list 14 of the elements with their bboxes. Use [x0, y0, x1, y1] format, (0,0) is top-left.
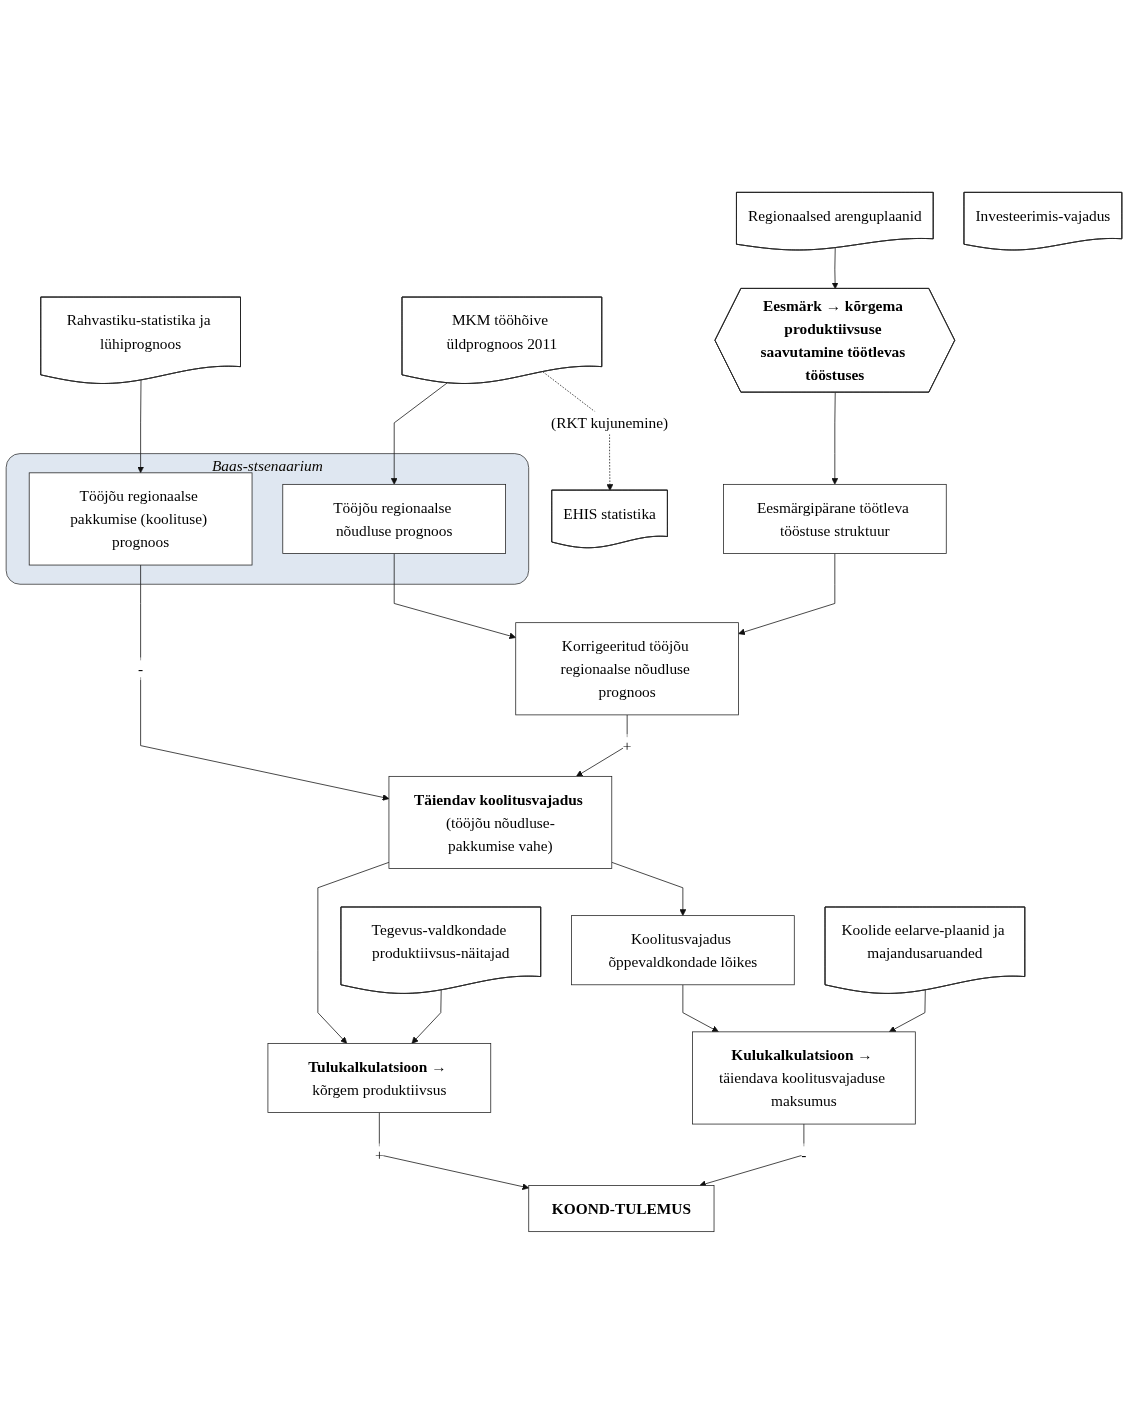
node-box: Koolitusvajadus õppevaldkondade lõikes	[571, 915, 795, 986]
node-box: Täiendav koolitusvajadus (tööjõu nõudluse-pakkumise vahe)	[388, 775, 613, 869]
node-box: Tulukalkulatsioon → kõrgem produktiivsus	[267, 1043, 492, 1113]
node-box: Eesmärgipärane töötleva tööstuse struktuur	[723, 483, 947, 554]
node-box: Korrigeeritud tööjõu regionaalse nõudluse prognoos	[515, 622, 739, 716]
node-box: Tööjõu regionaalse pakkumise (koolituse) prognoos	[28, 472, 253, 566]
edge-label: +	[622, 737, 632, 755]
node-box: KOOND-TULEMUS	[528, 1185, 715, 1233]
edge-label: -	[801, 1146, 807, 1164]
node-box: Tööjõu regionaalse nõudluse prognoos	[282, 483, 506, 554]
edge-label: -	[138, 660, 144, 678]
edge-label: +	[375, 1146, 384, 1164]
node-box: Kulukalkulatsioon → täiendava koolitusvajaduse maksumus	[692, 1031, 916, 1125]
edge-label: (RKT kujunemine)	[551, 414, 669, 432]
